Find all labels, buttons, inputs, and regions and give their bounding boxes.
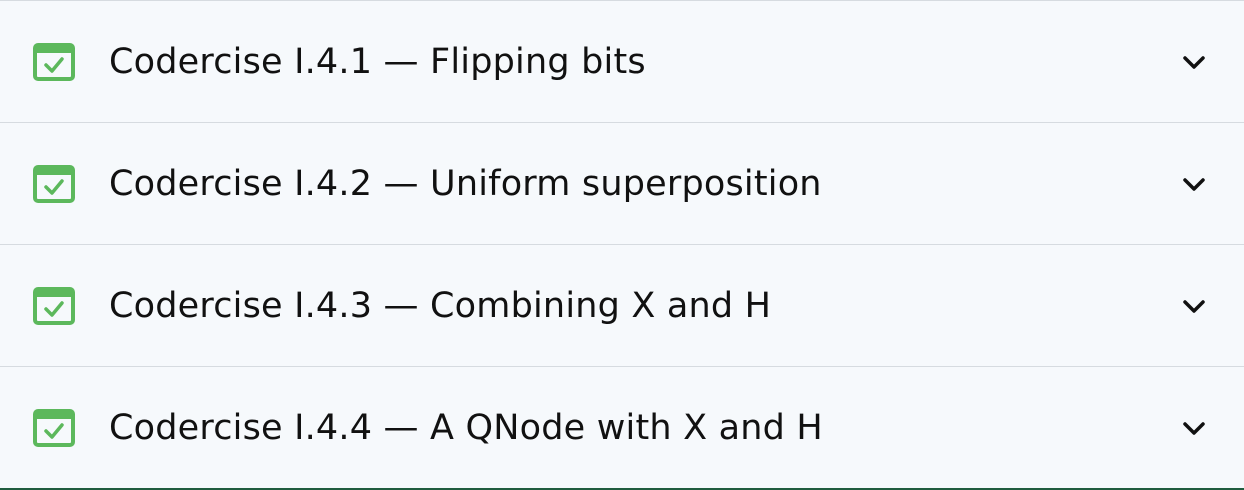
- accordion-item-codercise-1-4-1[interactable]: Codercise I.4.1 — Flipping bits: [0, 1, 1244, 123]
- accordion-item-title: Codercise I.4.4 — A QNode with X and H: [109, 407, 823, 448]
- chevron-down-icon[interactable]: [1182, 176, 1206, 192]
- completed-check-icon: [33, 42, 75, 81]
- completed-check-icon: [33, 286, 75, 325]
- accordion-item-codercise-1-4-3[interactable]: Codercise I.4.3 — Combining X and H: [0, 245, 1244, 367]
- accordion-item-codercise-1-4-2[interactable]: Codercise I.4.2 — Uniform superposition: [0, 123, 1244, 245]
- chevron-down-icon[interactable]: [1182, 54, 1206, 70]
- accordion-item-title: Codercise I.4.1 — Flipping bits: [109, 41, 646, 82]
- accordion-item-codercise-1-4-4[interactable]: Codercise I.4.4 — A QNode with X and H: [0, 367, 1244, 488]
- chevron-down-icon[interactable]: [1182, 298, 1206, 314]
- chevron-down-icon[interactable]: [1182, 420, 1206, 436]
- completed-check-icon: [33, 408, 75, 447]
- accordion-item-title: Codercise I.4.2 — Uniform superposition: [109, 163, 822, 204]
- accordion-item-title: Codercise I.4.3 — Combining X and H: [109, 285, 772, 326]
- completed-check-icon: [33, 164, 75, 203]
